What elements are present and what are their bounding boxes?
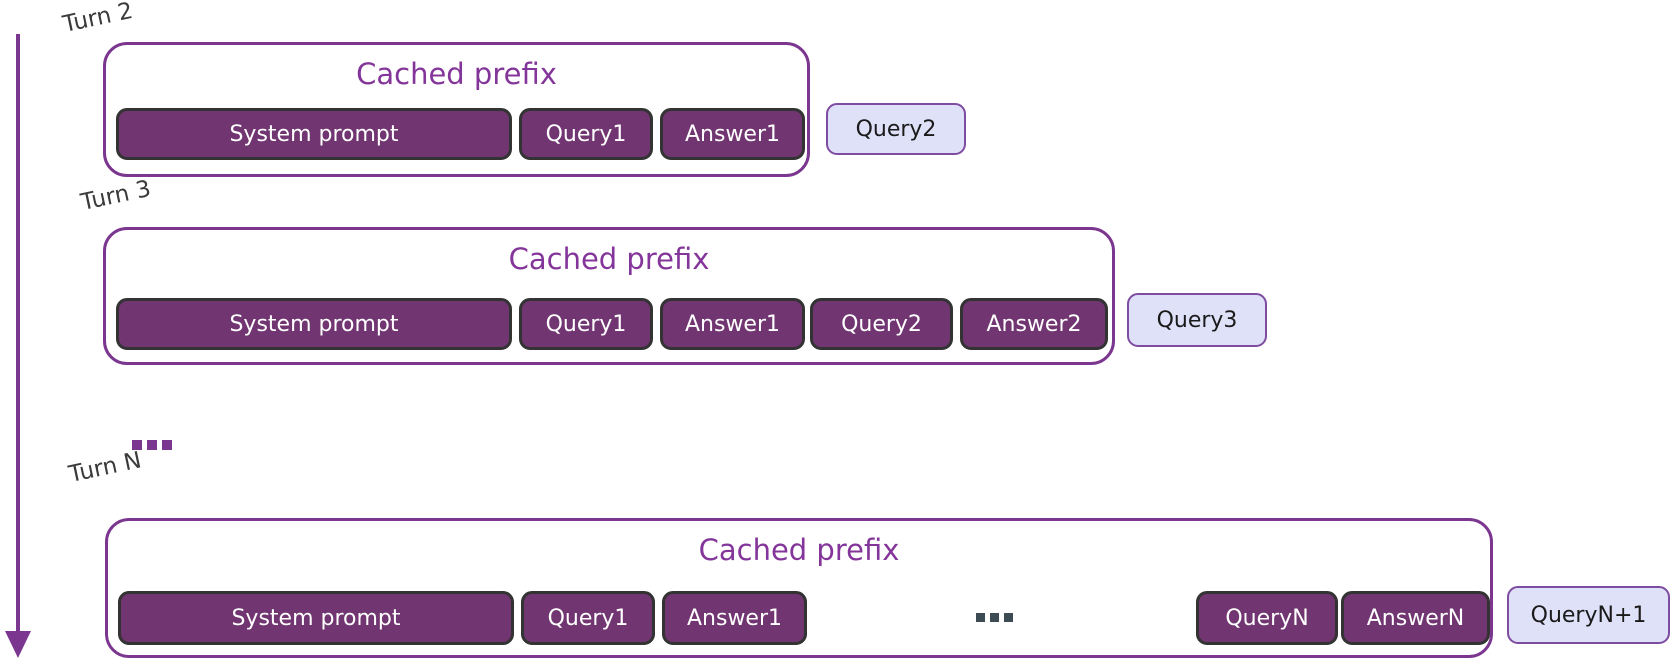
- turn-3-cached-prefix-title: Cached prefix: [508, 242, 710, 276]
- turn-n-token-queryn: QueryN: [1196, 591, 1338, 645]
- turn-n-token-query1: Query1: [521, 591, 655, 645]
- turn-2-new-query-box: Query2: [826, 103, 966, 155]
- turn-n-tokens-ellipsis-icon: [976, 613, 1013, 622]
- turn-3-token-system-prompt: System prompt: [116, 298, 512, 350]
- turn-n-cached-prefix-title: Cached prefix: [698, 533, 900, 567]
- turn-2-cached-prefix-container: Cached prefix System prompt Query1 Answe…: [103, 42, 810, 177]
- turn-3-token-answer2: Answer2: [960, 298, 1108, 350]
- turn-n-token-system-prompt: System prompt: [118, 591, 514, 645]
- turn-3-token-query1: Query1: [519, 298, 653, 350]
- turn-sequence-arrow-line: [16, 34, 20, 632]
- turn-2-token-query1: Query1: [519, 108, 653, 160]
- turn-2-token-answer1: Answer1: [660, 108, 805, 160]
- turn-3-new-query-box: Query3: [1127, 293, 1267, 347]
- turn-3-label: Turn 3: [78, 175, 154, 216]
- turn-3-cached-prefix-container: Cached prefix System prompt Query1 Answe…: [103, 227, 1115, 365]
- turn-n-label: Turn N: [66, 447, 144, 488]
- turn-n-token-answern: AnswerN: [1341, 591, 1490, 645]
- turn-3-token-query2: Query2: [810, 298, 953, 350]
- turn-n-cached-prefix-container: Cached prefix System prompt Query1 Answe…: [105, 518, 1493, 658]
- turn-2-token-system-prompt: System prompt: [116, 108, 512, 160]
- turn-n-new-query-box: QueryN+1: [1507, 586, 1670, 644]
- between-turns-ellipsis-icon: [132, 440, 172, 450]
- down-arrow-icon: [5, 631, 31, 658]
- turn-2-cached-prefix-title: Cached prefix: [356, 57, 557, 91]
- turn-n-token-answer1: Answer1: [662, 591, 807, 645]
- turn-3-token-answer1: Answer1: [660, 298, 805, 350]
- turn-2-label: Turn 2: [60, 0, 136, 39]
